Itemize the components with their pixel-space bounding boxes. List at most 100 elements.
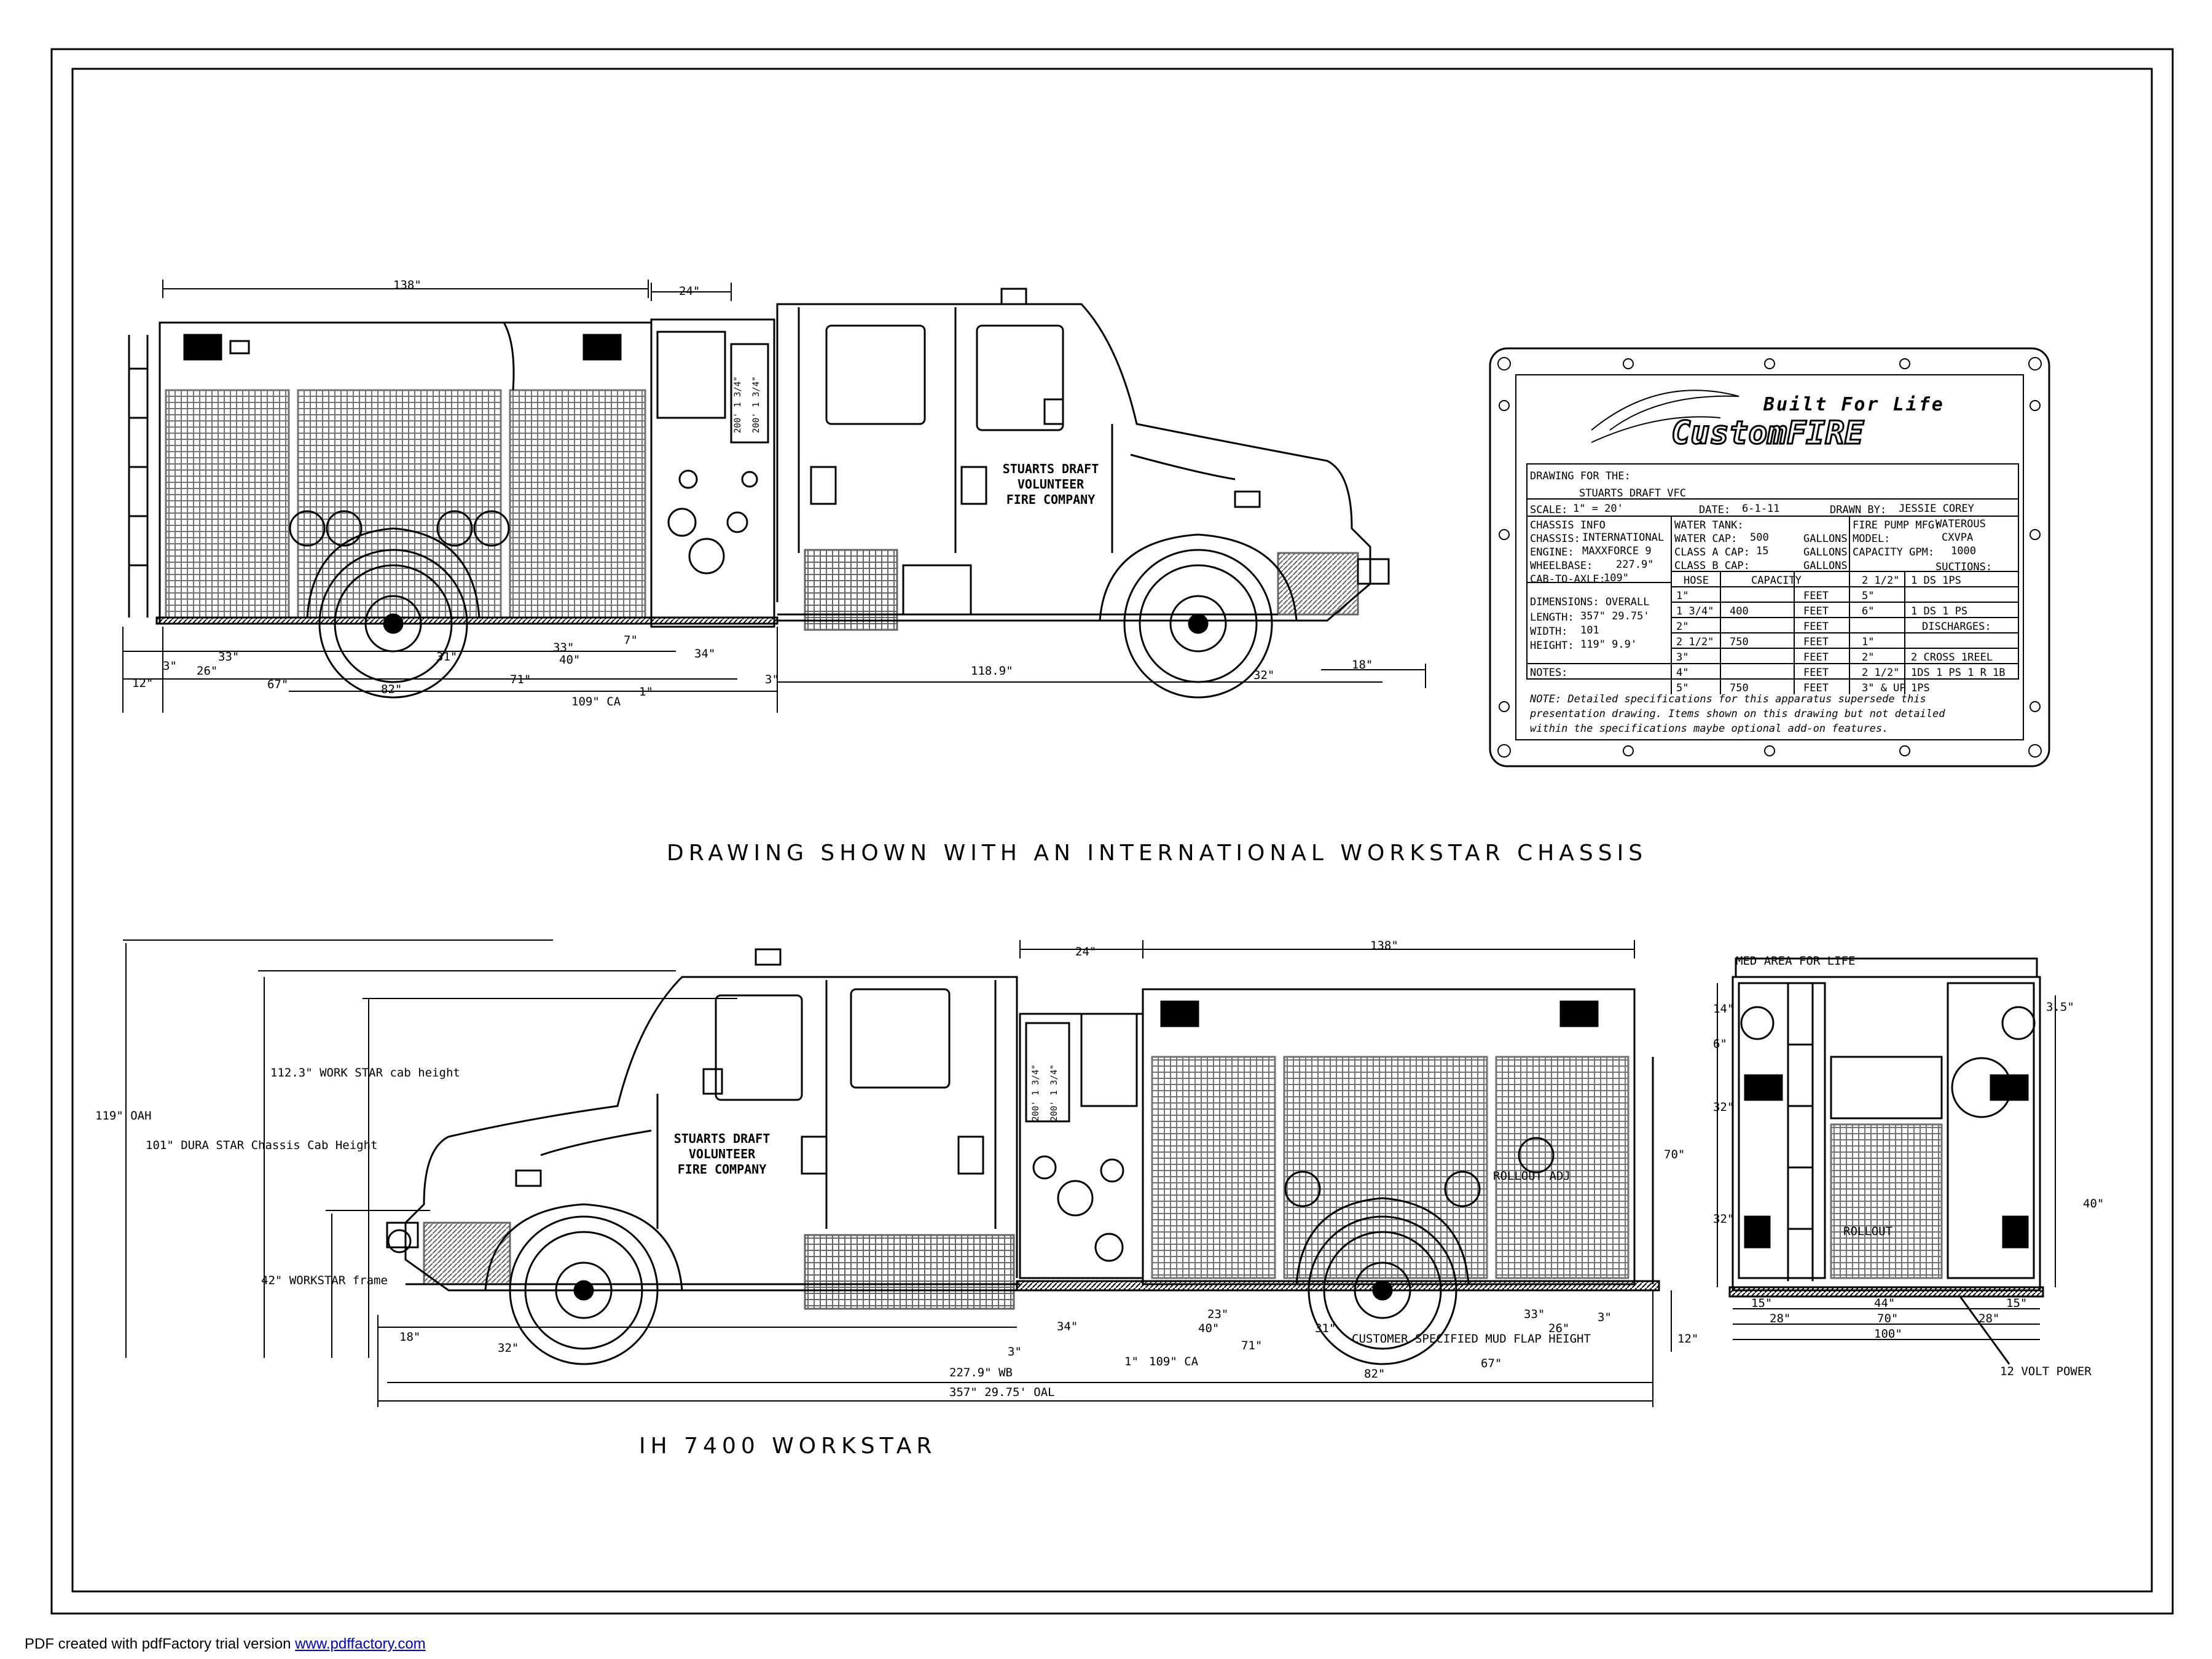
svg-text:JESSIE COREY: JESSIE COREY — [1899, 503, 1974, 515]
svg-text:MODEL:: MODEL: — [1853, 533, 1890, 545]
hose-unit-cell: FEET — [1803, 621, 1829, 633]
hose-unit-cell: FEET — [1803, 605, 1829, 618]
svg-text:1": 1" — [1124, 1355, 1139, 1368]
bottom-dimension-labels: 119" OAH 112.3" WORK STAR cab height 101… — [95, 939, 1698, 1399]
svg-text:1": 1" — [639, 685, 653, 699]
svg-text:26": 26" — [197, 664, 218, 678]
svg-text:24": 24" — [679, 284, 700, 298]
svg-text:32": 32" — [498, 1341, 519, 1355]
svg-text:109": 109" — [1604, 572, 1629, 584]
svg-text:CAPACITY: CAPACITY — [1751, 575, 1802, 587]
discharge-desc-cell: 1DS 1 PS 1 R 1B — [1911, 667, 2006, 679]
svg-text:MED AREA FOR LIFE: MED AREA FOR LIFE — [1736, 954, 1855, 968]
svg-text:3": 3" — [765, 673, 779, 686]
svg-text:WATEROUS: WATEROUS — [1936, 518, 1986, 530]
svg-text:ROLLOUT ADJ: ROLLOUT ADJ — [1493, 1169, 1571, 1183]
svg-text:15: 15 — [1756, 545, 1768, 557]
svg-text:200' 1 3/4": 200' 1 3/4" — [751, 376, 761, 433]
svg-text:DIMENSIONS: OVERALL: DIMENSIONS: OVERALL — [1530, 596, 1649, 608]
svg-text:31": 31" — [1315, 1322, 1336, 1335]
footer-text: PDF created with pdfFactory trial versio… — [25, 1636, 296, 1652]
svg-text:138": 138" — [393, 278, 422, 292]
discharge-size-cell: 2" — [1862, 651, 1874, 664]
hose-capacity-cell: 400 — [1730, 605, 1749, 618]
svg-text:71": 71" — [510, 673, 531, 686]
svg-text:LENGTH:: LENGTH: — [1530, 611, 1574, 624]
bottom-door-lettering: STUARTS DRAFT VOLUNTEER FIRE COMPANY — [674, 1131, 771, 1177]
note-line: presentation drawing. Items shown on thi… — [1529, 708, 1945, 720]
svg-text:67": 67" — [267, 678, 288, 691]
rear-labels: ROLLOUT MED AREA FOR LIFE 12 VOLT POWER — [1736, 954, 2092, 1378]
suction-size-cell: 5" — [1862, 590, 1874, 602]
hose-size-cell: 3" — [1676, 651, 1688, 664]
svg-text:WIDTH:: WIDTH: — [1530, 626, 1567, 638]
svg-text:ROLLOUT: ROLLOUT — [1843, 1225, 1892, 1238]
door-text-line: STUARTS DRAFT — [1003, 461, 1099, 476]
svg-text:12": 12" — [1677, 1332, 1698, 1346]
bottom-dimensions — [123, 939, 1672, 1407]
hose-capacity-cell: 750 — [1730, 682, 1749, 694]
svg-text:DRAWING FOR THE:: DRAWING FOR THE: — [1530, 470, 1631, 482]
svg-text:101" DURA STAR Chassis Cab Hei: 101" DURA STAR Chassis Cab Height — [146, 1139, 378, 1152]
bottom-pump-panel-text: 200' 1 3/4" 200' 1 3/4" — [1031, 1064, 1059, 1121]
svg-text:SCALE:: SCALE: — [1530, 504, 1567, 516]
svg-text:GALLONS: GALLONS — [1803, 533, 1848, 545]
svg-text:40": 40" — [1198, 1322, 1219, 1335]
svg-text:CUSTOMER SPECIFIED MUD FLAP HE: CUSTOMER SPECIFIED MUD FLAP HEIGHT — [1352, 1332, 1591, 1346]
svg-text:FIRE PUMP MFG:: FIRE PUMP MFG: — [1853, 519, 1940, 531]
hose-size-cell: 2" — [1676, 621, 1688, 633]
discharge-size-cell: 2 1/2" — [1862, 667, 1899, 679]
top-caption: DRAWING SHOWN WITH AN INTERNATIONAL WORK… — [667, 841, 1648, 866]
hose-size-cell: 5" — [1676, 682, 1688, 694]
hose-size-cell: 1 3/4" — [1676, 605, 1714, 618]
svg-text:82": 82" — [1364, 1367, 1385, 1381]
top-rear-wheel — [318, 549, 468, 699]
hose-size-cell: 2 1/2" — [1676, 636, 1714, 648]
svg-text:6": 6" — [1713, 1037, 1727, 1051]
door-text-line: FIRE COMPANY — [1006, 492, 1096, 507]
svg-text:MAXXFORCE 9: MAXXFORCE 9 — [1582, 545, 1652, 557]
customfire-logo: CustomFIRE — [1671, 415, 1864, 452]
svg-text:70": 70" — [1877, 1312, 1898, 1325]
bottom-front-wheel — [509, 1215, 659, 1365]
svg-text:HOSE: HOSE — [1684, 575, 1709, 587]
rear-view — [1728, 957, 2044, 1365]
pdffactory-link[interactable]: www.pdffactory.com — [295, 1636, 426, 1652]
svg-text:100": 100" — [1874, 1327, 1902, 1341]
svg-text:3": 3" — [1008, 1345, 1022, 1359]
svg-text:CHASSIS INFO: CHASSIS INFO — [1530, 519, 1606, 531]
hose-unit-cell: FEET — [1803, 590, 1829, 602]
suction-size-cell: 6" — [1862, 605, 1874, 618]
svg-text:31": 31" — [436, 650, 457, 664]
hose-size-cell: 4" — [1676, 667, 1688, 679]
svg-text:227.9" WB: 227.9" WB — [949, 1366, 1013, 1379]
svg-text:CHASSIS:: CHASSIS: — [1530, 533, 1580, 545]
note-line: within the specifications maybe optional… — [1530, 723, 1888, 735]
bottom-caption: IH 7400 WORKSTAR — [639, 1433, 937, 1459]
svg-text:67": 67" — [1481, 1357, 1502, 1370]
svg-text:WATER CAP:: WATER CAP: — [1674, 533, 1737, 545]
hose-unit-cell: FEET — [1803, 667, 1829, 679]
svg-text:40": 40" — [2083, 1197, 2104, 1210]
svg-text:GALLONS: GALLONS — [1803, 560, 1848, 572]
svg-text:32": 32" — [1713, 1212, 1734, 1226]
hose-unit-cell: FEET — [1803, 682, 1829, 694]
svg-text:SUCTIONS:: SUCTIONS: — [1936, 561, 1992, 573]
svg-text:STUARTS DRAFT: STUARTS DRAFT — [674, 1131, 771, 1146]
svg-text:119" OAH: 119" OAH — [95, 1109, 152, 1123]
svg-text:33": 33" — [1524, 1308, 1545, 1321]
svg-text:200' 1 3/4": 200' 1 3/4" — [733, 376, 743, 433]
hose-capacity-cell: 750 — [1730, 636, 1749, 648]
rear-dimension-labels: 14" 6" 32" 70" 32" 3.5" 40" 15" 28" 44" … — [1664, 1000, 2104, 1341]
svg-text:119" 9.9': 119" 9.9' — [1580, 638, 1637, 651]
svg-text:DATE:: DATE: — [1699, 504, 1730, 516]
svg-text:28": 28" — [1770, 1312, 1790, 1325]
svg-text:109" CA: 109" CA — [571, 695, 621, 708]
svg-text:1000: 1000 — [1951, 545, 1976, 557]
svg-text:44": 44" — [1874, 1296, 1895, 1310]
svg-text:WATER TANK:: WATER TANK: — [1674, 519, 1744, 531]
svg-text:82": 82" — [381, 683, 402, 696]
svg-text:INTERNATIONAL: INTERNATIONAL — [1582, 531, 1664, 544]
